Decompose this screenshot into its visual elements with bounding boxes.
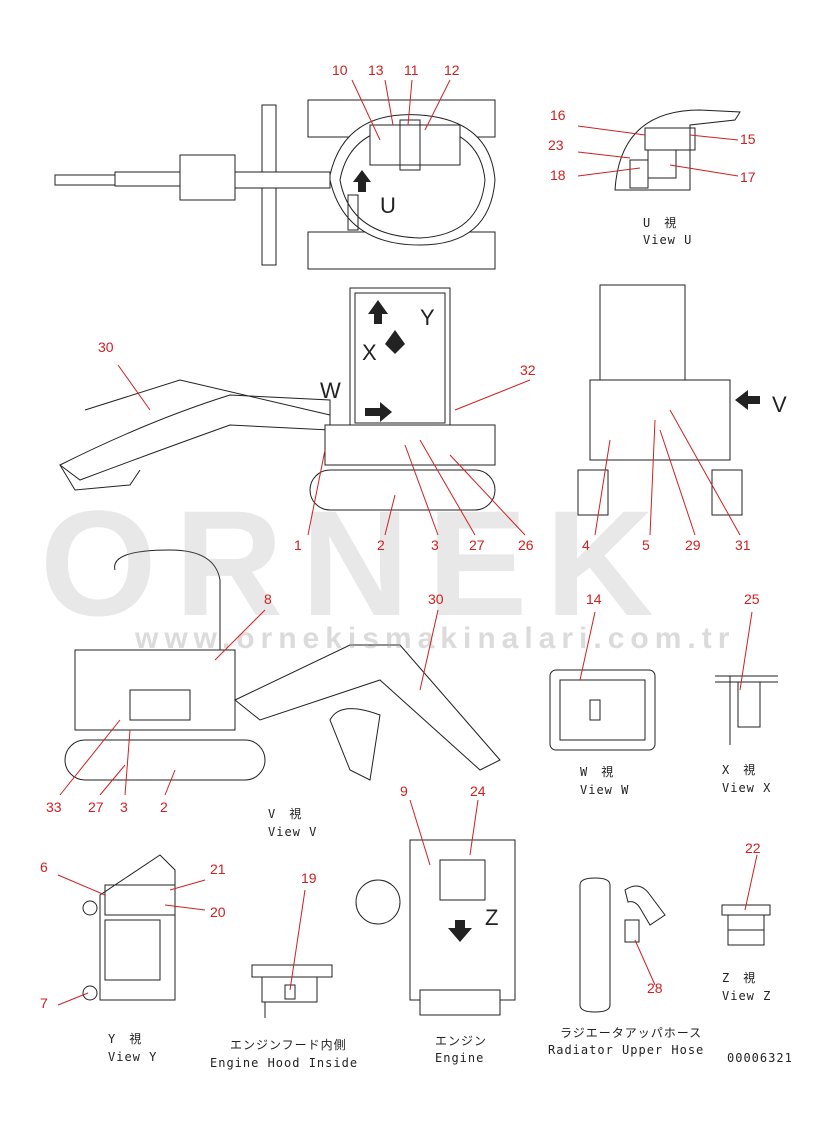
callout-14: 14 bbox=[586, 591, 602, 607]
callout-7: 7 bbox=[40, 995, 48, 1011]
radiator-caption-jp: ラジエータアッパホース bbox=[560, 1026, 702, 1040]
view-u-caption-jp: U 視 bbox=[643, 215, 677, 230]
callout-18: 18 bbox=[550, 167, 566, 183]
callout-15: 15 bbox=[740, 131, 756, 147]
callout-26: 26 bbox=[518, 537, 534, 553]
watermark-brand: ORNEK bbox=[40, 479, 672, 647]
view-letter-x-label: X bbox=[362, 340, 377, 365]
callout-27-top: 27 bbox=[469, 537, 485, 553]
engine-hood-caption-jp: エンジンフード内側 bbox=[230, 1038, 347, 1052]
callout-8: 8 bbox=[264, 591, 272, 607]
view-u-caption-en: View U bbox=[643, 233, 692, 247]
engine-hood-detail bbox=[251, 964, 333, 1018]
view-y-caption-en: View Y bbox=[108, 1050, 157, 1064]
callout-32: 32 bbox=[520, 362, 536, 378]
callout-5: 5 bbox=[642, 537, 650, 553]
view-w-caption-jp: W 視 bbox=[580, 764, 614, 779]
callout-27-bottom: 27 bbox=[88, 799, 104, 815]
radiator-caption-en: Radiator Upper Hose bbox=[548, 1043, 704, 1057]
view-v-caption-en: View V bbox=[268, 825, 317, 839]
callout-6: 6 bbox=[40, 859, 48, 875]
top-view-machine: U bbox=[54, 99, 496, 270]
view-u-detail bbox=[614, 109, 741, 191]
view-x-detail bbox=[715, 675, 778, 745]
callout-3-top: 3 bbox=[431, 537, 439, 553]
view-v-caption-jp: V 視 bbox=[268, 806, 302, 821]
view-v-side-view bbox=[64, 549, 501, 781]
view-w-caption-en: View W bbox=[580, 783, 629, 797]
view-z-caption-jp: Z 視 bbox=[722, 970, 756, 985]
callout-28: 28 bbox=[647, 980, 663, 996]
callout-1: 1 bbox=[294, 537, 302, 553]
view-x-caption-jp: X 視 bbox=[722, 762, 756, 777]
callout-33: 33 bbox=[46, 799, 62, 815]
view-letter-w-label: W bbox=[320, 378, 341, 403]
callout-12: 12 bbox=[444, 62, 460, 78]
view-x-caption-en: View X bbox=[722, 781, 771, 795]
callout-30-top: 30 bbox=[98, 339, 114, 355]
view-y-detail bbox=[82, 854, 176, 1001]
engine-caption-en: Engine bbox=[435, 1051, 484, 1065]
view-letter-v-label: V bbox=[772, 392, 787, 417]
document-id: 00006321 bbox=[727, 1051, 793, 1065]
callout-23: 23 bbox=[548, 137, 564, 153]
callout-29: 29 bbox=[685, 537, 701, 553]
callout-2-bottom: 2 bbox=[160, 799, 168, 815]
callout-30-bottom: 30 bbox=[428, 591, 444, 607]
callout-21: 21 bbox=[210, 861, 226, 877]
callout-31: 31 bbox=[735, 537, 751, 553]
callout-11: 11 bbox=[404, 62, 419, 78]
callout-13: 13 bbox=[368, 62, 384, 78]
engine-hood-caption-en: Engine Hood Inside bbox=[210, 1056, 358, 1070]
callout-19: 19 bbox=[301, 870, 317, 886]
view-w-detail bbox=[549, 669, 656, 751]
leader-lines bbox=[57, 79, 758, 1006]
callout-16: 16 bbox=[550, 107, 566, 123]
callout-2-top: 2 bbox=[377, 537, 385, 553]
callout-4: 4 bbox=[582, 537, 590, 553]
front-view-machine: V bbox=[577, 284, 787, 516]
engine-detail: Z bbox=[355, 839, 516, 1016]
callout-10: 10 bbox=[332, 62, 348, 78]
callout-20: 20 bbox=[210, 904, 226, 920]
callout-24: 24 bbox=[470, 783, 486, 799]
view-letter-z-label: Z bbox=[485, 905, 498, 930]
view-letter-u-label: U bbox=[380, 193, 396, 218]
callout-22: 22 bbox=[745, 840, 761, 856]
callout-numbers: 10 13 11 12 16 15 23 18 17 30 32 1 2 3 2… bbox=[40, 62, 761, 1011]
engine-caption-jp: エンジン bbox=[435, 1034, 487, 1048]
captions: U 視 View U V 視 View V W 視 View W X 視 Vie… bbox=[108, 215, 793, 1070]
callout-9: 9 bbox=[400, 783, 408, 799]
callout-25: 25 bbox=[744, 591, 760, 607]
view-y-caption-jp: Y 視 bbox=[108, 1031, 142, 1046]
view-z-caption-en: View Z bbox=[722, 989, 771, 1003]
side-view-main: Y X W bbox=[59, 287, 496, 511]
callout-17: 17 bbox=[740, 169, 756, 185]
radiator-hose-detail bbox=[579, 877, 666, 1013]
callout-3-bottom: 3 bbox=[120, 799, 128, 815]
view-letter-y-label: Y bbox=[420, 305, 435, 330]
view-z-detail bbox=[721, 904, 771, 946]
